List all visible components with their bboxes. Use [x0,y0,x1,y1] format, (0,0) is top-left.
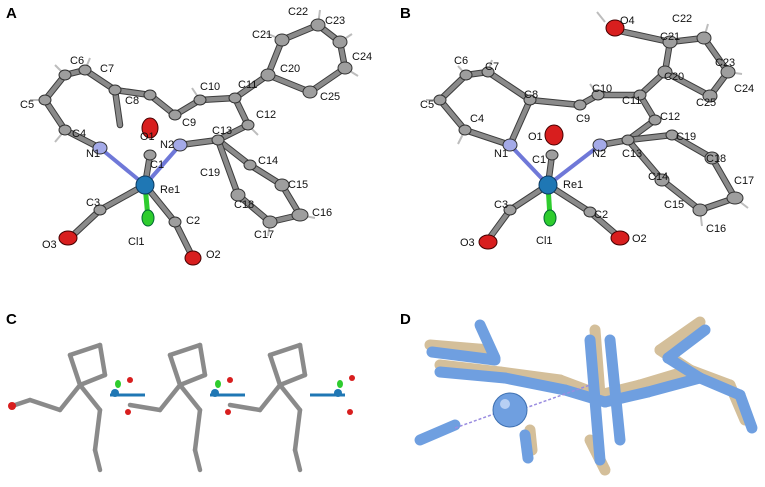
atom-label-b-c21: C21 [660,31,680,43]
atom-label-a-re1: Re1 [160,184,180,196]
panel-d: D [400,311,758,476]
atom-label-a-c9: C9 [182,117,196,129]
atom-label-b-c17: C17 [734,175,754,187]
panel-a-atom-labels: C6 C7 C5 C8 C4 N1 O1 C1 N2 C9 C10 C11 C2… [20,6,372,261]
atom-label-b-o3: O3 [460,237,475,249]
atom-label-a-c16: C16 [312,207,332,219]
atom-label-b-c18: C18 [706,153,726,165]
atom-label-a-c15: C15 [288,179,308,191]
atom-label-a-c17: C17 [254,229,274,241]
atom-label-b-cl1: Cl1 [536,235,553,247]
panel-d-contact-1 [454,409,506,429]
panel-c-molecule-3 [227,342,355,473]
panel-b-atom-labels: O4 C22 C21 C23 C20 C24 C25 C6 C7 C10 C11… [420,13,754,249]
panel-d-metal-highlight [500,399,510,409]
atom-label-b-c15: C15 [664,199,684,211]
atom-label-b-c11: C11 [622,95,641,107]
atom-label-b-re1: Re1 [563,179,583,191]
panel-a-atoms [38,18,353,266]
atom-label-b-c1: C1 [532,154,546,166]
panel-c-molecule-2 [127,342,245,473]
atom-label-b-c22: C22 [672,13,692,25]
panel-b: B [400,5,754,250]
atom-label-a-c10: C10 [200,81,220,93]
atom-label-b-c4: C4 [470,113,484,125]
atom-label-b-c5: C5 [420,99,434,111]
atom-label-a-n2: N2 [160,139,174,151]
panel-a-label: A [6,5,17,22]
atom-label-b-c3: C3 [494,199,508,211]
atom-label-b-c16: C16 [706,223,726,235]
atom-label-a-c22: C22 [288,6,308,18]
panel-c: C [6,311,355,473]
panel-d-metal-center [492,392,528,428]
panel-d-label: D [400,311,411,328]
atom-label-a-c14: C14 [258,155,278,167]
atom-label-a-c11: C11 [238,79,257,91]
atom-label-a-c24: C24 [352,51,372,63]
atom-label-b-c10: C10 [592,83,612,95]
atom-label-a-cl1: Cl1 [128,236,145,248]
panel-c-molecule-1 [8,342,145,473]
atom-label-a-o3: O3 [42,239,57,251]
atom-label-a-c12: C12 [256,109,276,121]
panel-c-label: C [6,311,17,328]
atom-label-b-n1: N1 [494,148,508,160]
atom-label-b-c13: C13 [622,148,642,160]
atom-label-b-c6: C6 [454,55,468,67]
atom-label-a-c3: C3 [86,197,100,209]
atom-label-b-c8: C8 [524,89,538,101]
panel-d-contact-2 [519,384,591,411]
atom-label-b-o4: O4 [620,15,635,27]
atom-label-a-c20: C20 [280,63,300,75]
atom-label-a-c5: C5 [20,99,34,111]
panel-b-bonds [426,11,749,244]
atom-label-a-c2: C2 [186,215,200,227]
atom-label-b-c25: C25 [696,97,716,109]
atom-label-a-c21: C21 [252,29,272,41]
atom-label-b-o1: O1 [528,131,543,143]
atom-label-b-c9: C9 [576,113,590,125]
atom-label-a-c19: C19 [200,167,220,179]
panel-c-chain [8,342,355,473]
atom-label-a-c23: C23 [325,15,345,27]
atom-label-b-c14: C14 [648,171,668,183]
atom-label-a-o2: O2 [206,249,221,261]
atom-label-b-c2: C2 [594,209,608,221]
atom-label-a-c8: C8 [125,95,139,107]
panel-d-overlay-blue [414,319,758,466]
atom-label-b-o2: O2 [632,233,647,245]
atom-label-a-c7: C7 [100,63,114,75]
atom-label-b-c20: C20 [664,71,684,83]
atom-label-b-c7: C7 [485,61,499,73]
panel-b-label: B [400,5,411,22]
atom-label-b-c12: C12 [660,111,680,123]
atom-label-a-c25: C25 [320,91,340,103]
atom-label-a-c6: C6 [70,55,84,67]
panel-b-atoms [433,19,744,250]
atom-label-a-o1: O1 [140,131,155,143]
atom-label-b-c24: C24 [734,83,754,95]
atom-label-a-n1: N1 [86,148,100,160]
panel-a: A [6,5,372,266]
atom-label-b-c19: C19 [676,131,696,143]
atom-label-a-c13: C13 [212,125,232,137]
atom-label-a-c4: C4 [72,128,86,140]
atom-label-b-n2: N2 [592,148,606,160]
atom-label-a-c18: C18 [234,199,254,211]
atom-label-b-c23: C23 [715,57,735,69]
atom-label-a-c1: C1 [150,159,164,171]
